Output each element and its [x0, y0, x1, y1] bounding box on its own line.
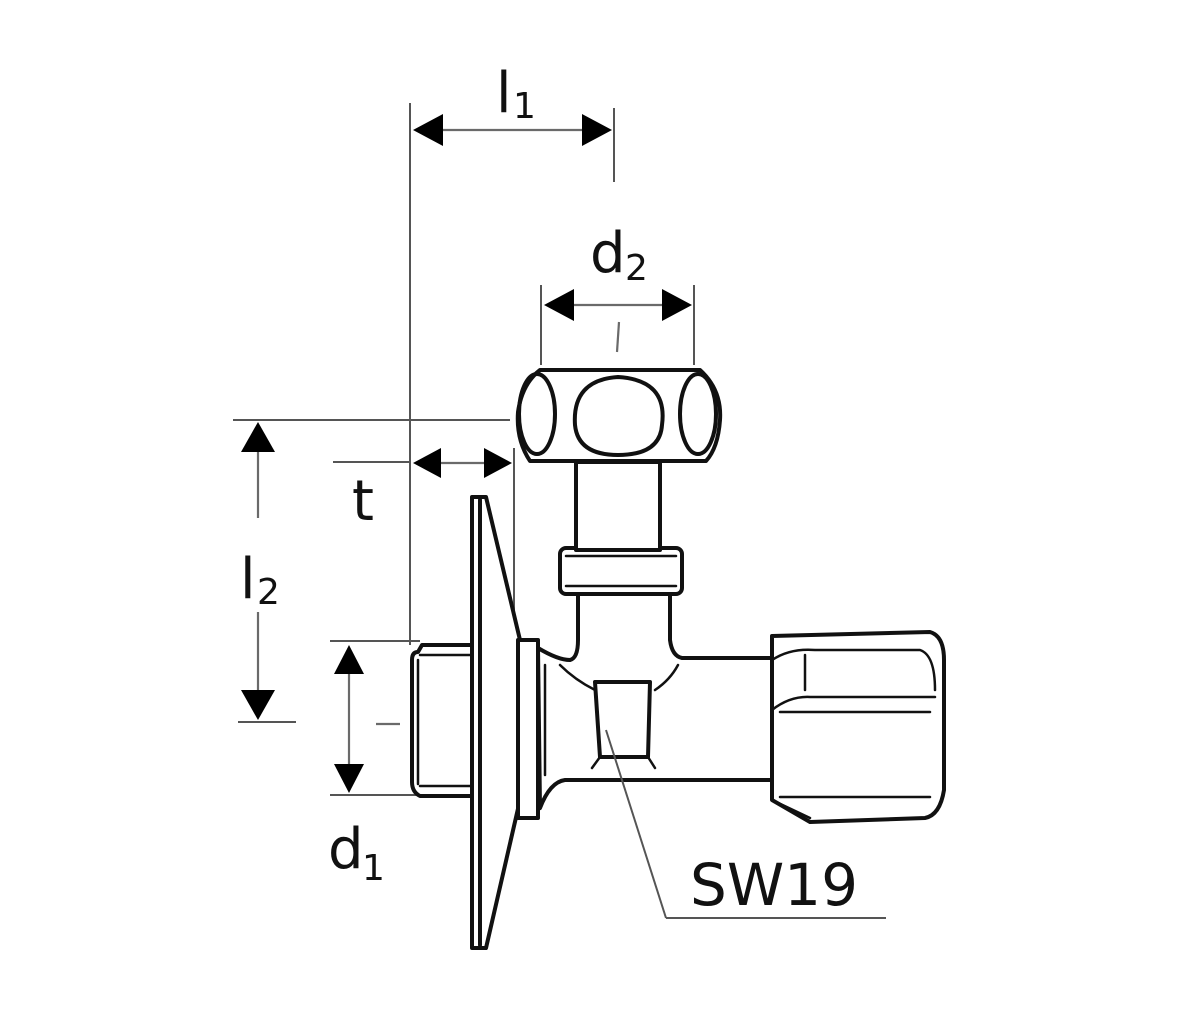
valve-body — [536, 586, 774, 810]
label-sw19: SW19 — [690, 851, 858, 919]
arrow-left-icon — [413, 114, 443, 146]
dimension-d2: d 2 — [540, 221, 695, 365]
arrow-left-icon — [413, 448, 441, 478]
inlet-thread — [410, 643, 474, 798]
arrow-left-icon — [544, 289, 574, 321]
dimension-t: t — [233, 419, 515, 640]
label-d2-main: d — [590, 221, 626, 286]
label-d1-main: d — [328, 817, 364, 882]
callout-sw19: SW19 — [605, 729, 886, 919]
arrow-right-icon — [484, 448, 512, 478]
arrow-down-icon — [334, 764, 364, 793]
compression-nut — [770, 630, 946, 824]
arrow-right-icon — [582, 114, 612, 146]
upper-nipple — [558, 546, 684, 596]
arrow-up-icon — [241, 422, 275, 452]
centerline-mark — [615, 321, 621, 353]
arrow-right-icon — [662, 289, 692, 321]
label-t: t — [352, 469, 374, 534]
spindle-stem — [574, 460, 662, 552]
dimension-d1: d 1 — [328, 640, 420, 889]
leader-line — [605, 729, 667, 919]
dimension-l1: l 1 — [409, 61, 615, 645]
label-l1-main: l — [496, 61, 512, 126]
label-l2-sub: 2 — [257, 572, 280, 613]
label-l1-sub: 1 — [513, 86, 536, 127]
dimension-l2: l 2 — [238, 422, 296, 723]
arrow-down-icon — [241, 690, 275, 720]
label-l2-main: l — [240, 547, 256, 612]
handwheel-knob — [515, 368, 723, 463]
arrow-up-icon — [334, 645, 364, 674]
wall-rosette — [470, 495, 522, 950]
label-d1-sub: 1 — [362, 848, 385, 889]
label-d2-sub: 2 — [625, 248, 648, 289]
